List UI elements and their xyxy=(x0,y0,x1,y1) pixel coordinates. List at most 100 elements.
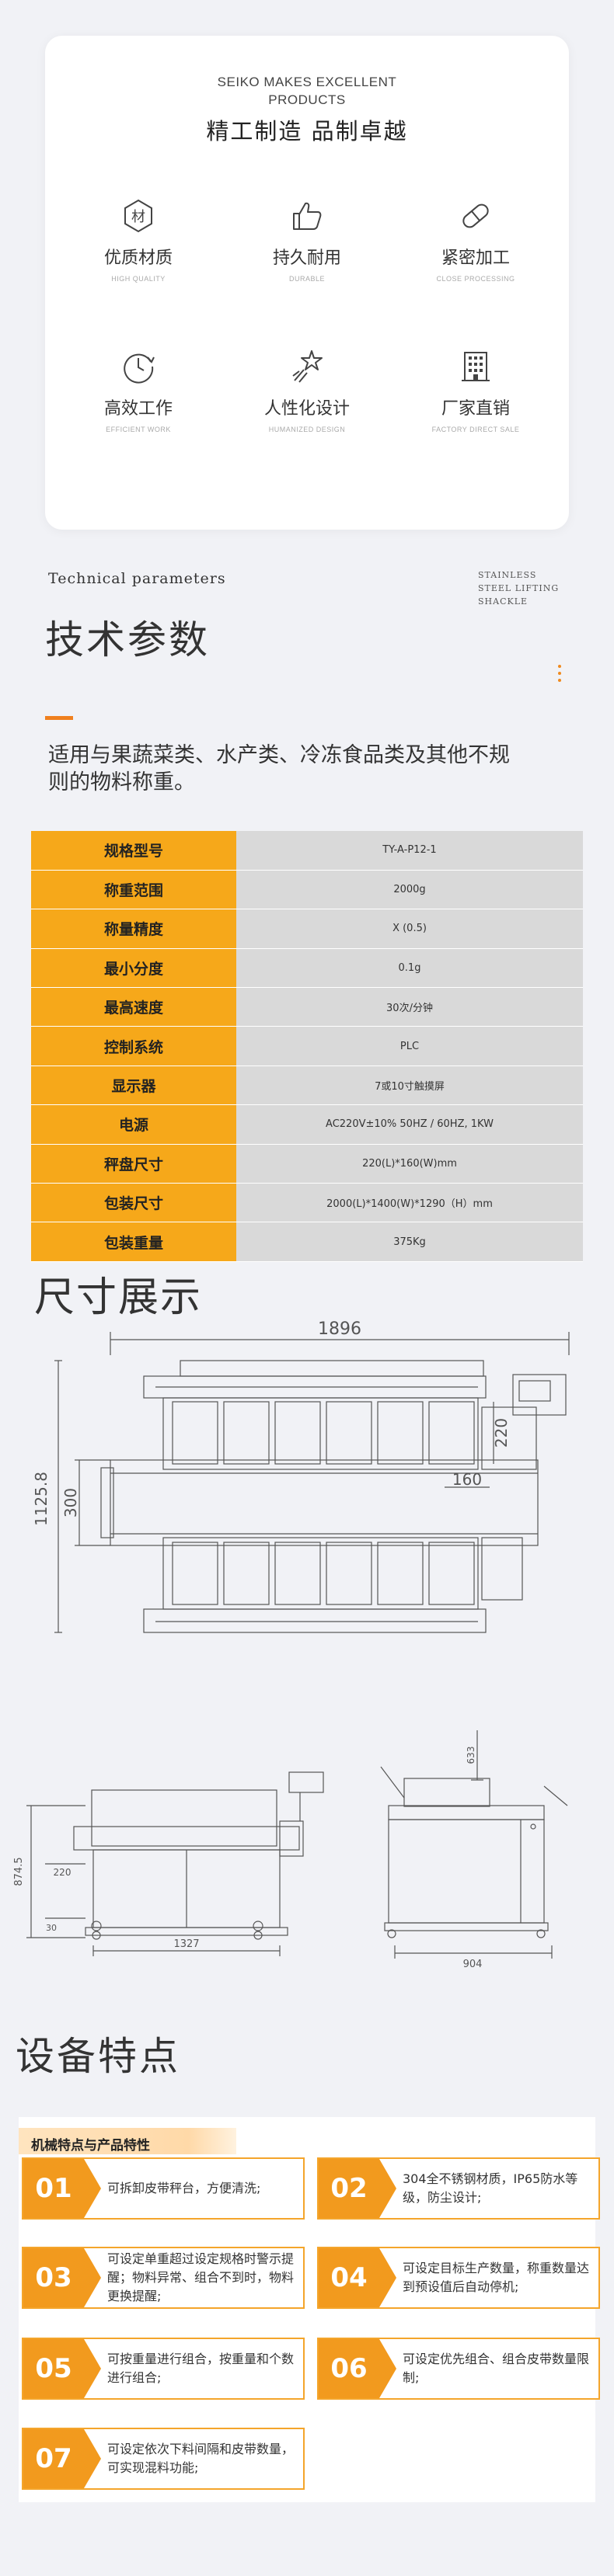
dim-side-height: 874.5 xyxy=(13,1857,25,1886)
feature-label-cn: 人性化设计 xyxy=(263,399,350,419)
material-icon-glyph: 材 xyxy=(131,209,145,225)
features-header-label: 机械特点与产品特性 xyxy=(31,2138,150,2154)
feature-text: 304全不锈钢材质，IP65防水等级，防尘设计; xyxy=(403,2171,578,2205)
feature-number: 03 xyxy=(23,2248,101,2307)
clock-icon xyxy=(124,353,155,384)
spec-key: 包装重量 xyxy=(31,1222,236,1262)
feature-efficient-work: 高效工作 EFFICIENT WORK xyxy=(61,348,216,433)
accent-divider xyxy=(45,716,73,720)
hero-title-en-text: SEIKO MAKES EXCELLENT PRODUCTS xyxy=(217,75,397,107)
spec-value: TY-A-P12-1 xyxy=(236,831,583,871)
spec-value: AC220V±10% 50HZ / 60HZ, 1KW xyxy=(236,1104,583,1145)
spec-value: PLC xyxy=(236,1026,583,1066)
dim-side-offset: 220 xyxy=(54,1867,72,1878)
spec-key: 称量精度 xyxy=(31,909,236,949)
dim-pan-length: 220 xyxy=(492,1418,511,1448)
feature-label-en: FACTORY DIRECT SALE xyxy=(431,426,520,433)
feature-humanized-design: 人性化设计 HUMANIZED DESIGN xyxy=(229,348,385,433)
feature-item-01: 01 可拆卸皮带秤台，方便清洗; xyxy=(22,2157,305,2220)
more-dots-icon xyxy=(558,665,563,686)
dim-side-length: 1327 xyxy=(173,1938,199,1950)
side-view-drawing xyxy=(26,1771,324,1956)
spec-key: 称重范围 xyxy=(31,870,236,910)
spec-value: 7或10寸触摸屏 xyxy=(236,1066,583,1106)
spec-value: 2000g xyxy=(236,870,583,910)
spec-value: 375Kg xyxy=(236,1222,583,1262)
spec-value: 30次/分钟 xyxy=(236,987,583,1027)
feature-item-06: 06 可设定优先组合、组合皮带数量限制; xyxy=(317,2338,600,2400)
hero-title-en: SEIKO MAKES EXCELLENT PRODUCTS xyxy=(45,73,569,109)
spec-value: 2000(L)*1400(W)*1290（H）mm xyxy=(236,1183,583,1223)
dim-side-leg: 30 xyxy=(46,1923,57,1933)
spec-key: 最高速度 xyxy=(31,987,236,1027)
tech-subtitle-en: STAINLESS STEEL LIFTING SHACKLE xyxy=(478,570,560,607)
feature-number: 01 xyxy=(23,2159,101,2218)
feature-label-en: DURABLE xyxy=(288,275,325,283)
feature-label-en: CLOSE PROCESSING xyxy=(436,275,515,283)
spec-key: 秤盘尺寸 xyxy=(31,1144,236,1184)
thumbs-up-icon xyxy=(293,202,322,230)
feature-number: 02 xyxy=(319,2159,396,2218)
dim-pan-width: 160 xyxy=(452,1470,482,1489)
feature-durable: 持久耐用 DURABLE xyxy=(229,197,385,283)
feature-label-cn: 厂家直销 xyxy=(441,399,510,419)
material-icon: 材 xyxy=(124,199,152,233)
spec-key: 规格型号 xyxy=(31,831,236,871)
spec-key: 电源 xyxy=(31,1104,236,1145)
tech-title-cn: 技术参数 xyxy=(45,617,210,662)
star-hand-icon xyxy=(292,350,323,383)
feature-factory-direct: 厂家直销 FACTORY DIRECT SALE xyxy=(398,348,553,433)
spec-value: 0.1g xyxy=(236,948,583,989)
top-view-drawing xyxy=(54,1332,570,1633)
feature-item-04: 04 可设定目标生产数量，称重数量达到预设值后自动停机; xyxy=(317,2247,600,2309)
feature-label-en: EFFICIENT WORK xyxy=(106,426,171,433)
pill-icon xyxy=(462,203,489,228)
spec-value: 220(L)*160(W)mm xyxy=(236,1144,583,1184)
dim-total-length: 1896 xyxy=(318,1319,361,1339)
feature-label-en: HUMANIZED DESIGN xyxy=(268,426,346,433)
feature-high-quality: 材 优质材质 HIGH QUALITY xyxy=(61,197,216,283)
feature-text: 可设定优先组合、组合皮带数量限制; xyxy=(403,2352,590,2385)
front-view-drawing xyxy=(380,1730,568,1959)
feature-item-03: 03 可设定单重超过设定规格时警示提醒；物料异常、组合不到时，物料更换提醒; xyxy=(22,2247,305,2309)
feature-text: 可设定单重超过设定规格时警示提醒；物料异常、组合不到时，物料更换提醒; xyxy=(107,2251,295,2303)
feature-number: 05 xyxy=(23,2339,101,2398)
spec-key: 显示器 xyxy=(31,1066,236,1106)
tech-description: 适用与果蔬菜类、水产类、冷冻食品类及其他不规则的物料称重。 xyxy=(48,743,510,794)
dim-front-width: 904 xyxy=(463,1959,483,1970)
feature-number: 06 xyxy=(319,2339,396,2398)
building-icon xyxy=(462,352,490,381)
feature-text: 可设定依次下料间隔和皮带数量，可实现混料功能; xyxy=(107,2442,295,2475)
spec-value: X (0.5) xyxy=(236,909,583,949)
spec-key: 控制系统 xyxy=(31,1026,236,1066)
feature-label-en: HIGH QUALITY xyxy=(111,275,166,283)
spec-key: 包装尺寸 xyxy=(31,1183,236,1223)
features-title: 设备特点 xyxy=(16,2034,180,2079)
feature-label-cn: 优质材质 xyxy=(103,249,173,268)
feature-close-processing: 紧密加工 CLOSE PROCESSING xyxy=(398,197,553,283)
dimension-title: 尺寸展示 xyxy=(34,1274,203,1321)
feature-label-cn: 高效工作 xyxy=(103,399,173,419)
dim-front-top: 633 xyxy=(466,1747,476,1764)
feature-text: 可拆卸皮带秤台，方便清洗; xyxy=(107,2181,261,2195)
feature-label-cn: 紧密加工 xyxy=(441,249,510,268)
feature-text: 可设定目标生产数量，称重数量达到预设值后自动停机; xyxy=(403,2261,590,2294)
feature-item-02: 02 304全不锈钢材质，IP65防水等级，防尘设计; xyxy=(317,2157,600,2220)
tech-title-en: Technical parameters xyxy=(48,570,226,587)
features-header-bar xyxy=(19,2128,236,2154)
feature-item-07: 07 可设定依次下料间隔和皮带数量，可实现混料功能; xyxy=(22,2428,305,2490)
feature-text: 可按重量进行组合，按重量和个数进行组合; xyxy=(107,2352,295,2385)
